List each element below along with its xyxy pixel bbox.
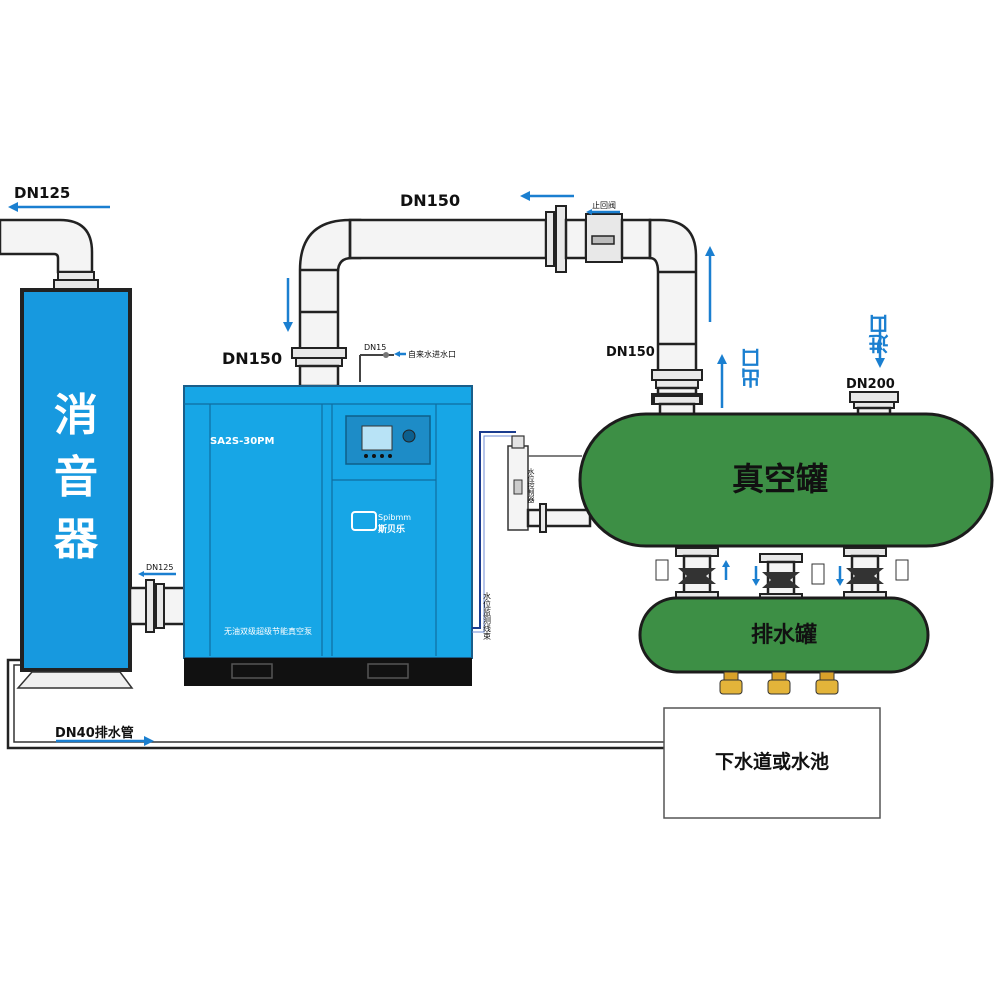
vacuum-tank-label: 真空罐 <box>732 460 828 498</box>
brand-logo: Spibmm 斯贝乐 <box>351 511 411 535</box>
silencer-inlet-pipe <box>128 579 190 633</box>
level-controller <box>507 435 592 533</box>
sewer-box <box>663 707 881 819</box>
top-flow-arrow <box>520 191 574 201</box>
check-valve-arrow <box>586 209 620 215</box>
brand-name: Spibmm <box>378 513 411 522</box>
control-panel <box>345 415 431 465</box>
tank-inlet-size: DN200 <box>846 377 895 392</box>
drain-flow-arrow <box>56 736 154 746</box>
drain-pipe-label: DN40排水管 <box>55 725 134 741</box>
main-pipe-size: DN150 <box>400 191 460 210</box>
exhaust-flow-arrow <box>8 202 110 212</box>
drain-tank-label: 排水罐 <box>751 622 817 648</box>
tank-inlet-nozzle <box>849 391 899 418</box>
silencer-side-size: DN125 <box>146 563 173 572</box>
check-valve-label: 止回阀 <box>592 200 616 210</box>
vacuum-tank <box>578 412 994 548</box>
level-wire-label: 水位监测线束 <box>483 591 492 641</box>
silencer-label-char-2: 音 <box>54 452 98 503</box>
level-controller-label: 水位控制器 <box>527 467 535 504</box>
connecting-valves <box>655 547 909 603</box>
water-inlet-label: 自来水进水口 <box>408 349 456 359</box>
silencer <box>16 288 134 689</box>
silencer-label-char-3: 器 <box>54 514 99 565</box>
water-inlet-size: DN15 <box>364 343 386 352</box>
brand-name-cn: 斯贝乐 <box>378 523 405 535</box>
silencer-exhaust-pipe <box>0 218 99 291</box>
water-inlet-pipe <box>359 352 394 382</box>
pump-model: SA2S-30PM <box>210 436 274 447</box>
drain-pipe <box>6 658 664 750</box>
level-wire <box>472 431 516 633</box>
inlet-flow-arrow <box>875 318 885 368</box>
pump-description: 无油双级超级节能真空泵 <box>224 626 312 636</box>
tank-inlet-pipe-size: DN150 <box>606 345 655 360</box>
up-flow-arrow <box>705 246 715 322</box>
down-flow-arrow <box>283 278 293 332</box>
sewer-label: 下水道或水池 <box>715 750 829 773</box>
pump-inlet-size: DN150 <box>222 349 282 368</box>
tank-outlet-label: 出口 <box>740 348 764 388</box>
main-pipe <box>291 205 703 405</box>
vacuum-pump <box>183 385 473 686</box>
side-flow-arrow <box>138 571 176 577</box>
tank-outlet-nozzle <box>653 395 701 416</box>
water-inlet-arrow <box>394 351 406 357</box>
outlet-flow-arrow <box>717 354 727 408</box>
silencer-exhaust-size: DN125 <box>14 184 70 202</box>
drain-valves <box>719 671 839 695</box>
silencer-label-char-1: 消 <box>54 390 98 441</box>
